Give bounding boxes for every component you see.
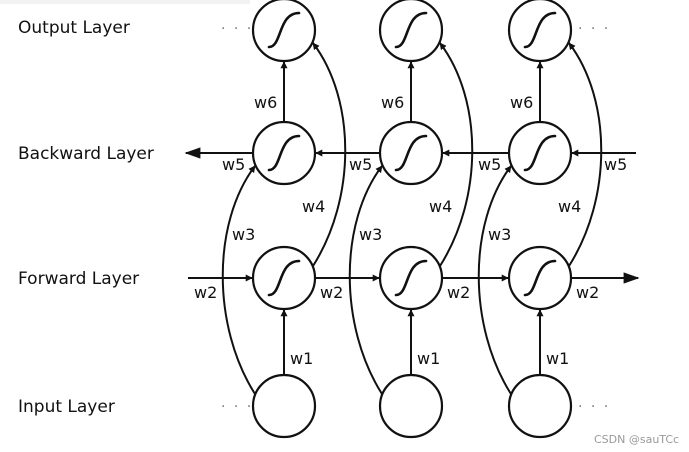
label-w1-t1: w1: [290, 349, 313, 368]
input-node-t3: [507, 373, 573, 439]
forward-node-t2-circle: [378, 245, 444, 311]
forward-node-t3-circle: [507, 245, 573, 311]
sigmoid-icon: [394, 134, 428, 172]
forward-node-t1: [251, 245, 317, 311]
backward-layer-label: Backward Layer: [18, 144, 154, 164]
label-w6-t1: w6: [254, 93, 277, 112]
forward-layer-label: Forward Layer: [18, 269, 139, 289]
input-node-t3-circle: [507, 373, 573, 439]
label-w1-t2: w1: [417, 349, 440, 368]
sigmoid-icon: [523, 11, 557, 49]
label-w3-t1: w3: [232, 225, 255, 244]
edge-w3-t1: [221, 165, 256, 395]
backward-node-t3: [507, 120, 573, 186]
input-layer-label: Input Layer: [18, 397, 115, 417]
backward-node-t2: [378, 120, 444, 186]
watermark: CSDN @sauTCc: [594, 433, 679, 446]
label-w2-t2: w2: [447, 283, 470, 302]
label-w2-out: w2: [576, 283, 599, 302]
backward-node-t2-circle: [378, 120, 444, 186]
output-node-t2-circle: [378, 0, 444, 63]
label-w3-t3: w3: [488, 225, 511, 244]
edge-w3-t3: [477, 165, 512, 395]
label-w6-t2: w6: [381, 93, 404, 112]
nodes: [251, 0, 573, 439]
label-w4-t2: w4: [429, 197, 452, 216]
forward-node-t1-circle: [251, 245, 317, 311]
label-w5-t2: w5: [478, 155, 501, 174]
edge-w4-t3: [568, 42, 603, 267]
sigmoid-icon: [394, 11, 428, 49]
edge-w4-t2: [439, 42, 474, 267]
output-node-t1: [251, 0, 317, 63]
weight-labels: w1 w6 w3 w4 w1 w6 w3 w4 w1 w6 w3 w4 w2 w2 w2 w2 w5 w5 w5 w5: [194, 93, 627, 368]
sigmoid-icon: [523, 134, 557, 172]
input-ellipsis-right: · · ·: [578, 399, 610, 415]
backward-node-t1: [251, 120, 317, 186]
output-layer-label: Output Layer: [18, 18, 130, 38]
input-node-t1: [251, 373, 317, 439]
sigmoid-icon: [394, 259, 428, 297]
forward-node-t2: [378, 245, 444, 311]
edge-w3-t2: [348, 165, 383, 395]
label-w4-t1: w4: [302, 197, 325, 216]
output-ellipsis-left: · · ·: [221, 21, 253, 37]
output-node-t3-circle: [507, 0, 573, 63]
input-node-t1-circle: [251, 373, 317, 439]
backward-node-t1-circle: [251, 120, 317, 186]
label-w6-t3: w6: [510, 93, 533, 112]
sigmoid-icon: [267, 11, 301, 49]
output-node-t3: [507, 0, 573, 63]
output-ellipsis-right: · · ·: [578, 21, 610, 37]
label-w3-t2: w3: [359, 225, 382, 244]
sigmoid-icon: [267, 259, 301, 297]
label-w2-in: w2: [194, 283, 217, 302]
input-node-t2-circle: [378, 373, 444, 439]
label-w5-out: w5: [222, 155, 245, 174]
output-node-t1-circle: [251, 0, 317, 63]
edges: [184, 42, 640, 395]
forward-node-t3: [507, 245, 573, 311]
label-w2-t1: w2: [320, 283, 343, 302]
sigmoid-icon: [267, 134, 301, 172]
top-strip: [0, 0, 250, 4]
sigmoid-icon: [523, 259, 557, 297]
label-w5-t1: w5: [349, 155, 372, 174]
label-w4-t3: w4: [558, 197, 581, 216]
edge-w4-t1: [312, 42, 347, 267]
label-w5-in: w5: [604, 155, 627, 174]
input-ellipsis-left: · · ·: [221, 399, 253, 415]
label-w1-t3: w1: [546, 349, 569, 368]
input-node-t2: [378, 373, 444, 439]
output-node-t2: [378, 0, 444, 63]
backward-node-t3-circle: [507, 120, 573, 186]
